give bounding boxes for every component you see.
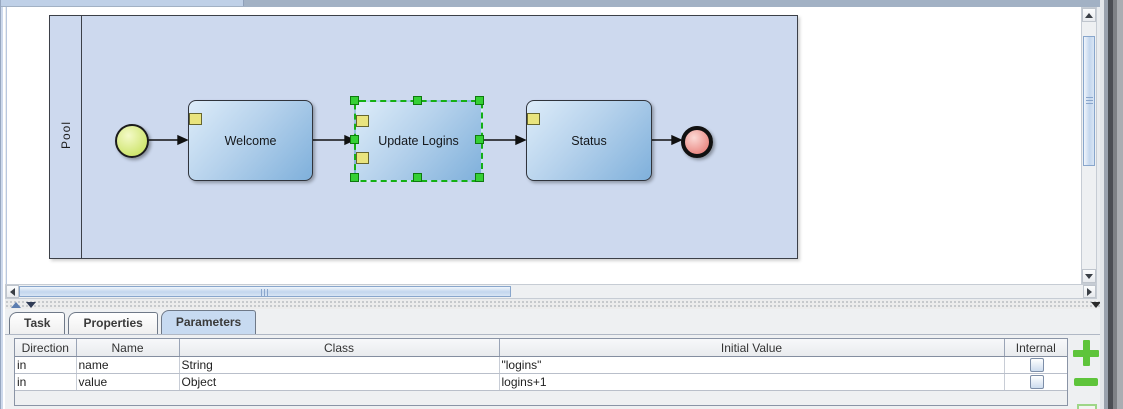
window-left-border-highlight <box>3 7 5 409</box>
table-row[interactable]: in value Object logins+1 <box>15 373 1067 391</box>
vertical-scrollbar[interactable] <box>1081 7 1097 284</box>
properties-panel: Task Properties Parameters Direction Nam… <box>5 309 1100 409</box>
task-label: Update Logins <box>378 134 459 148</box>
column-header-initial-value[interactable]: Initial Value <box>499 339 1005 357</box>
divider-right-mark-icon <box>1091 302 1101 308</box>
add-parameter-button[interactable] <box>1073 340 1099 366</box>
selection-handle-nw[interactable] <box>350 96 359 105</box>
parameter-badge-icon <box>356 152 369 164</box>
parameters-table: Direction Name Class Initial Value Inter… <box>14 338 1068 406</box>
triangle-right-icon <box>1087 287 1092 296</box>
selection-handle-n[interactable] <box>413 96 422 105</box>
column-header-class[interactable]: Class <box>179 339 500 357</box>
start-event[interactable] <box>115 124 149 158</box>
window-right-border <box>1108 0 1113 409</box>
cell-class[interactable]: String <box>179 356 500 374</box>
tab-task[interactable]: Task <box>9 312 66 334</box>
task-welcome[interactable]: Welcome <box>188 100 313 181</box>
panel-tab-bar: Task Properties Parameters <box>9 310 259 334</box>
horizontal-scrollbar-thumb[interactable] <box>19 286 511 297</box>
scroll-down-button[interactable] <box>1082 269 1096 283</box>
selection-handle-sw[interactable] <box>350 173 359 182</box>
cell-direction[interactable]: in <box>15 356 77 374</box>
parameter-actions <box>1071 338 1100 409</box>
tab-label: Properties <box>83 316 143 330</box>
collapse-up-button[interactable] <box>11 302 21 308</box>
parameter-badge-icon <box>527 113 540 125</box>
selection-handle-s[interactable] <box>413 173 422 182</box>
column-header-internal[interactable]: Internal <box>1004 339 1067 357</box>
window-right-border <box>1104 0 1108 409</box>
thumb-grip-icon <box>261 289 269 296</box>
horizontal-scrollbar[interactable] <box>5 284 1097 299</box>
vertical-scrollbar-thumb[interactable] <box>1083 36 1095 166</box>
selection-handle-ne[interactable] <box>475 96 484 105</box>
pool-label-band[interactable]: Pool <box>50 16 82 258</box>
task-update-logins[interactable]: Update Logins <box>350 96 484 182</box>
selection-handle-se[interactable] <box>475 173 484 182</box>
tab-content-border <box>5 334 1100 335</box>
window-right-border <box>1117 0 1123 409</box>
window-top-edge <box>0 0 1123 7</box>
task-label: Status <box>571 133 607 148</box>
parameter-badge-icon <box>189 113 202 125</box>
task-label: Welcome <box>224 133 277 148</box>
table-row[interactable]: in name String "logins" <box>15 356 1067 374</box>
column-header-name[interactable]: Name <box>76 339 180 357</box>
cell-name[interactable]: name <box>76 356 180 374</box>
triangle-left-icon <box>10 287 15 296</box>
cell-direction[interactable]: in <box>15 373 77 391</box>
triangle-up-icon <box>1085 12 1093 18</box>
window-right-border <box>1100 0 1104 409</box>
split-pane-divider[interactable] <box>5 300 1101 309</box>
tab-properties[interactable]: Properties <box>68 312 158 334</box>
cell-name[interactable]: value <box>76 373 180 391</box>
cell-internal <box>1004 356 1067 374</box>
selection-handle-w[interactable] <box>350 135 359 144</box>
scroll-up-button[interactable] <box>1082 8 1096 22</box>
end-event[interactable] <box>681 126 713 158</box>
tab-parameters[interactable]: Parameters <box>160 310 257 334</box>
cell-initial-value[interactable]: "logins" <box>499 356 1005 374</box>
remove-parameter-button[interactable] <box>1074 378 1098 386</box>
window-left-border-inner <box>1 7 3 409</box>
window-right-border <box>1113 0 1117 409</box>
selection-handle-e[interactable] <box>475 135 484 144</box>
cell-initial-value[interactable]: logins+1 <box>499 373 1005 391</box>
tab-label: Task <box>24 316 51 330</box>
internal-checkbox[interactable] <box>1029 358 1044 373</box>
tab-label: Parameters <box>175 315 242 329</box>
window-top-edge-highlight <box>0 0 244 6</box>
parameter-badge-icon <box>356 115 369 127</box>
extra-action-button[interactable] <box>1077 404 1097 409</box>
internal-checkbox[interactable] <box>1029 375 1044 390</box>
pool-label: Pool <box>59 120 73 150</box>
triangle-down-icon <box>1085 273 1093 279</box>
task-status[interactable]: Status <box>526 100 652 181</box>
table-header-row: Direction Name Class Initial Value Inter… <box>15 339 1067 357</box>
diagram-canvas[interactable]: Pool Welcome Update Logins <box>6 7 1082 284</box>
column-header-direction[interactable]: Direction <box>15 339 77 357</box>
scroll-right-button[interactable] <box>1083 285 1096 298</box>
thumb-grip-icon <box>1086 97 1093 105</box>
window-left-border <box>0 0 1 409</box>
cell-internal <box>1004 373 1067 391</box>
cell-class[interactable]: Object <box>179 373 500 391</box>
collapse-down-button[interactable] <box>26 302 36 308</box>
scroll-left-button[interactable] <box>6 285 19 298</box>
